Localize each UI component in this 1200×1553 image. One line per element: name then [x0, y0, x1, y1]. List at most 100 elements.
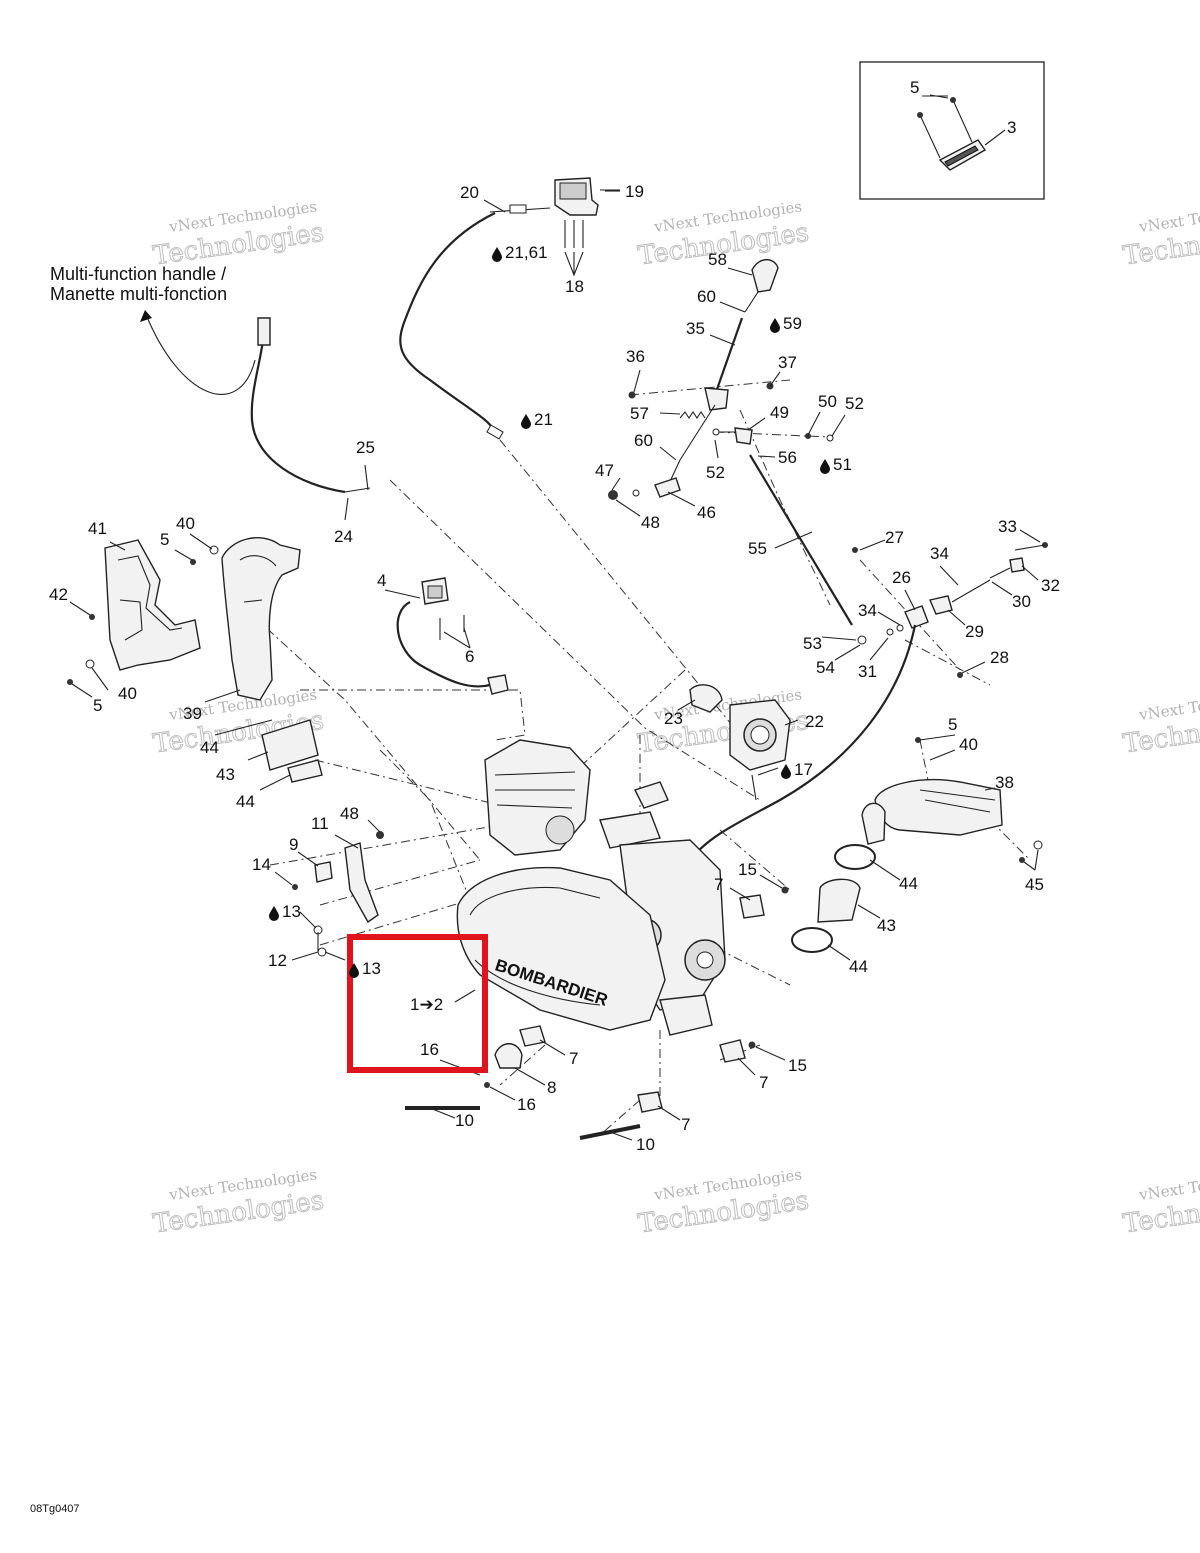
part-label: 32 [1041, 576, 1060, 595]
part-label: 31 [858, 662, 877, 681]
part-label: 15 [738, 860, 757, 879]
part-labels: 5 3 20 19 21,61 18 58 60 59 35 36 37 50 … [49, 78, 1060, 1154]
part-label: 29 [965, 622, 984, 641]
part-label: 27 [885, 528, 904, 547]
part-label: 3 [1007, 118, 1016, 137]
part-label: 10 [636, 1135, 655, 1154]
part-label: 40 [959, 735, 978, 754]
part-label: 5 [93, 696, 102, 715]
lubricant-drop-icon [521, 414, 531, 429]
part-label: 59 [783, 314, 802, 333]
part-label: 12 [268, 951, 287, 970]
lubricant-drop-icon [269, 906, 279, 921]
part-label: 60 [697, 287, 716, 306]
part-label: 5 [160, 530, 169, 549]
svg-text:vNext Technologies: vNext Technologies [1137, 685, 1200, 724]
part-label: 33 [998, 517, 1017, 536]
part-label: 50 [818, 392, 837, 411]
part-label: 20 [460, 183, 479, 202]
lubricant-drop-icon [781, 764, 791, 779]
part-label: 28 [990, 648, 1009, 667]
part-label: 52 [845, 394, 864, 413]
part-label: 10 [455, 1111, 474, 1130]
caption-line-1: Multi-function handle / [50, 264, 226, 284]
part-label: 5 [910, 78, 919, 97]
figure-code: 08Tg0407 [30, 1503, 80, 1515]
part-label: 21,61 [505, 243, 548, 262]
svg-text:vNext Technologies: vNext Technologies [1137, 1165, 1200, 1204]
watermark: vNext Technologies Technologies [1121, 685, 1200, 760]
part-label: 34 [858, 601, 877, 620]
shift-linkage [608, 258, 1048, 861]
part-label: 45 [1025, 875, 1044, 894]
part-label: 9 [289, 835, 298, 854]
inset-box [859, 61, 1045, 200]
watermark: vNext Technologies Technologies [151, 197, 327, 272]
part-label: 7 [759, 1073, 768, 1092]
part-label: 35 [686, 319, 705, 338]
part-label: 34 [930, 544, 949, 563]
part-label: 44 [899, 874, 918, 893]
part-label: 43 [216, 765, 235, 784]
engine-block: BOMBARDIER [456, 739, 726, 1036]
lubricant-drop-icon [492, 247, 502, 262]
part-label: 44 [236, 792, 255, 811]
part-label: 4 [377, 571, 386, 590]
part-label: 42 [49, 585, 68, 604]
part-label: 44 [849, 957, 868, 976]
part-label: 47 [595, 461, 614, 480]
part-label: 25 [356, 438, 375, 457]
part-label: 36 [626, 347, 645, 366]
part-label: 53 [803, 634, 822, 653]
throttle-cable-assembly [140, 177, 620, 494]
part-label: 15 [788, 1056, 807, 1075]
part-label-highlighted: 1➔2 [410, 995, 443, 1014]
part-label: 5 [948, 715, 957, 734]
part-label: 24 [334, 527, 353, 546]
part-label: 56 [778, 448, 797, 467]
part-label: 7 [681, 1115, 690, 1134]
part-label: 38 [995, 773, 1014, 792]
part-label: 58 [708, 250, 727, 269]
watermark: vNext Technologies Technologies [151, 1165, 327, 1240]
part-label: 37 [778, 353, 797, 372]
part-label: 57 [630, 404, 649, 423]
part-label: 8 [547, 1078, 556, 1097]
part-label: 60 [634, 431, 653, 450]
part-label: 17 [794, 760, 813, 779]
svg-text:vNext Technologies: vNext Technologies [1137, 197, 1200, 236]
part-label: 48 [340, 804, 359, 823]
part-label: 18 [565, 277, 584, 296]
part-label: 6 [465, 647, 474, 666]
part-label: 44 [200, 738, 219, 757]
part-label-highlighted: 16 [420, 1040, 439, 1059]
part-label: 7 [714, 875, 723, 894]
part-label: 13 [362, 959, 381, 978]
part-label: 11 [311, 814, 329, 833]
watermark: vNext Technologies Technologies [1121, 1165, 1200, 1240]
lubricant-drop-icon [770, 318, 780, 333]
part-label: 49 [770, 403, 789, 422]
part-label: 22 [805, 712, 824, 731]
part-label: 26 [892, 568, 911, 587]
ignition-coil [396, 577, 509, 695]
part-label: 7 [569, 1049, 578, 1068]
part-label: 16 [517, 1095, 536, 1114]
lubricant-drop-icon [820, 459, 830, 474]
highlight-box [347, 934, 488, 1073]
throttle-body [689, 684, 791, 801]
part-label: 41 [88, 519, 107, 538]
part-label: 13 [282, 902, 301, 921]
part-label: 48 [641, 513, 660, 532]
part-label: 23 [664, 709, 683, 728]
watermark: vNext Technologies Technologies [636, 1165, 812, 1240]
part-label: 55 [748, 539, 767, 558]
caption-line-2: Manette multi-fonction [50, 284, 227, 304]
part-label: 39 [183, 704, 202, 723]
part-label: 46 [697, 503, 716, 522]
part-label: 40 [176, 514, 195, 533]
leader-lines [69, 94, 1041, 1141]
air-silencer [791, 737, 1043, 953]
air-duct [221, 537, 323, 783]
